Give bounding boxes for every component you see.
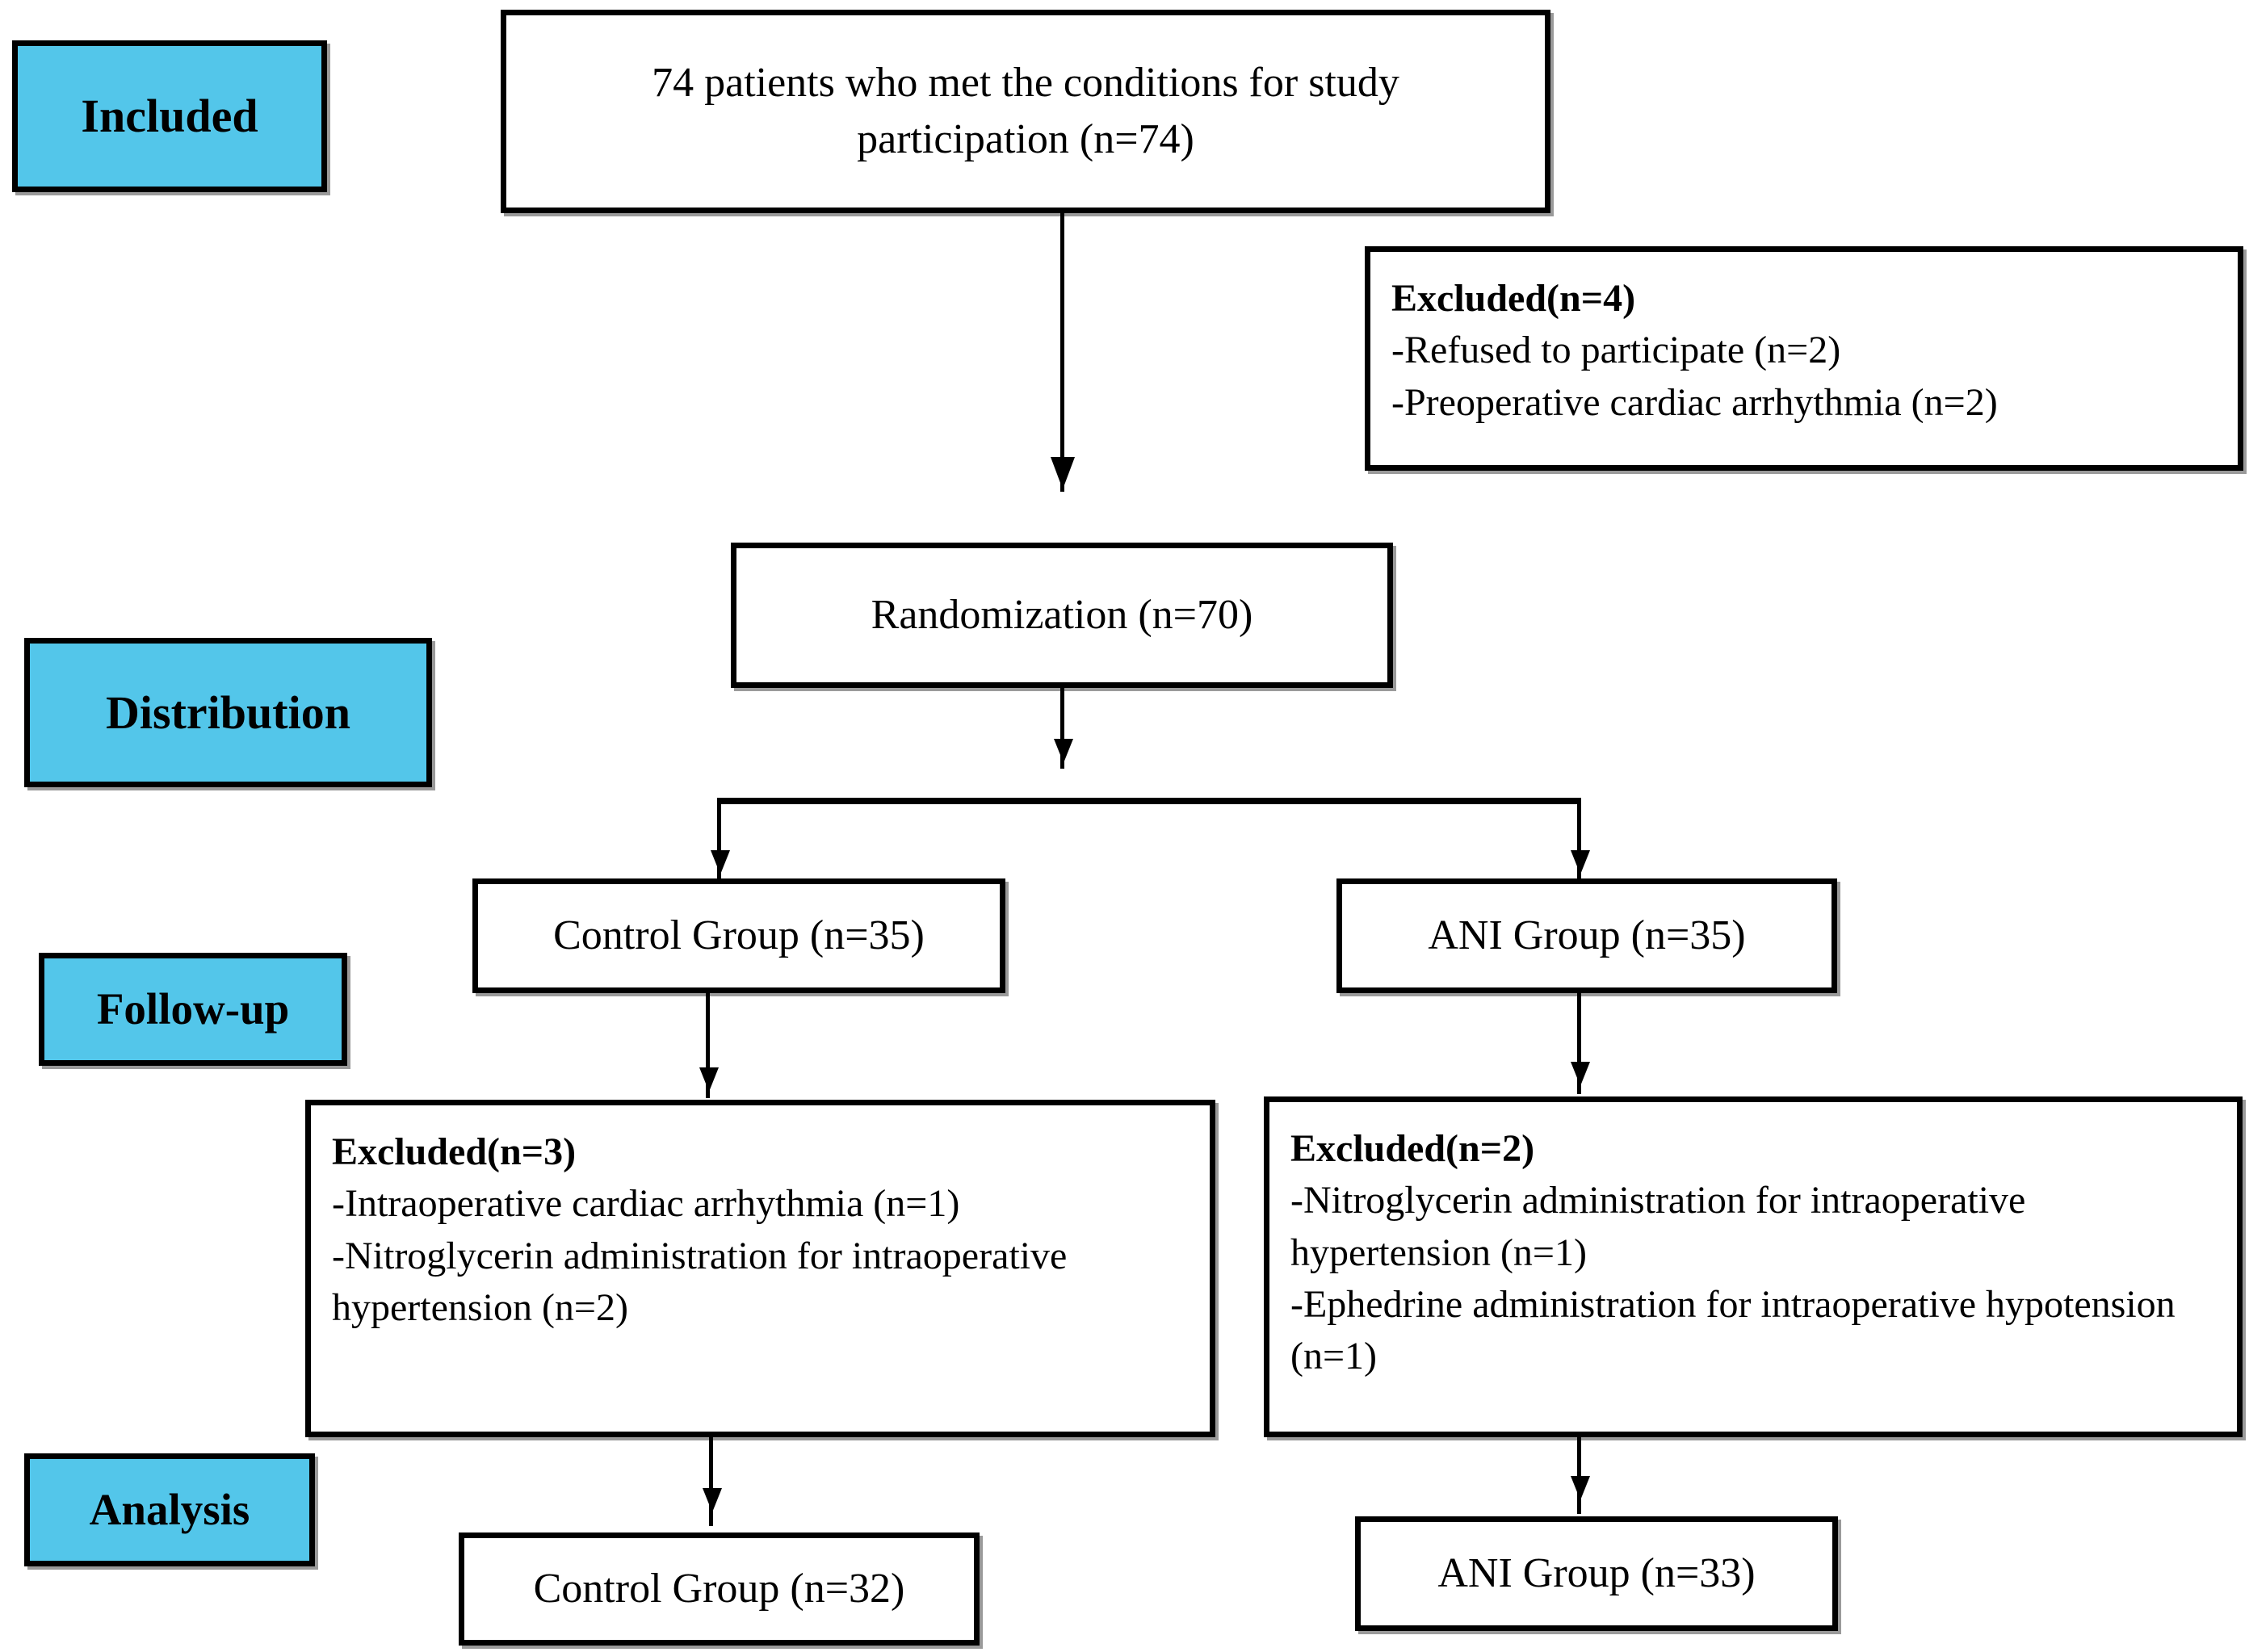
stage-label-followup: Follow-up [39,953,347,1066]
arrowhead-excluded-to-control-analyzed [703,1488,722,1512]
connector-control-to-excluded [706,993,710,1098]
connector-excluded-to-ani-analyzed [1577,1437,1581,1514]
node-excluded-enrollment: Excluded(n=4) -Refused to participate (n… [1365,246,2243,471]
connector-enrollment-to-randomization [1060,213,1064,492]
arrowhead-split-to-ani-group [1571,850,1590,874]
node-randomization: Randomization (n=70) [731,543,1393,688]
arrowhead-enrollment-to-randomization [1051,457,1075,489]
arrowhead-control-to-excluded [699,1067,719,1092]
arrowhead-randomization-to-split [1054,739,1073,763]
stage-label-followup-text: Follow-up [96,983,290,1034]
node-excluded-ani: Excluded(n=2) -Nitroglycerin administrat… [1264,1096,2243,1437]
arrowhead-ani-to-excluded [1571,1062,1590,1086]
node-randomization-text: Randomization (n=70) [871,591,1253,638]
stage-label-distribution: Distribution [24,638,432,787]
connector-split-to-control-group [717,798,721,878]
node-excluded-enrollment-header: Excluded(n=4) [1391,277,1636,320]
node-excluded-enrollment-item-1: -Refused to participate (n=2) [1391,329,1841,372]
node-excluded-control-header: Excluded(n=3) [332,1130,577,1173]
connector-excluded-to-control-analyzed [709,1437,713,1526]
connector-split-to-ani-group [1577,798,1581,878]
node-excluded-ani-item-1: -Nitroglycerin administration for intrao… [1290,1179,2026,1274]
node-excluded-control-item-2: -Nitroglycerin administration for intrao… [332,1234,1068,1329]
node-excluded-ani-item-2: -Ephedrine administration for intraopera… [1290,1282,2176,1378]
node-excluded-control: Excluded(n=3) -Intraoperative cardiac ar… [305,1100,1215,1437]
connector-split-horizontal-bar [717,798,1581,804]
node-control-group-analyzed: Control Group (n=32) [459,1533,980,1646]
node-ani-group-analyzed-text: ANI Group (n=33) [1437,1549,1756,1596]
stage-label-analysis-text: Analysis [89,1484,250,1534]
arrowhead-split-to-control-group [711,850,730,874]
node-excluded-enrollment-item-2: -Preoperative cardiac arrhythmia (n=2) [1391,380,1998,424]
node-enrollment-text: 74 patients who met the conditions for s… [652,59,1399,162]
connector-randomization-to-split [1060,688,1064,769]
node-excluded-control-item-1: -Intraoperative cardiac arrhythmia (n=1) [332,1182,960,1226]
node-ani-group-allocated: ANI Group (n=35) [1336,878,1837,993]
stage-label-included: Included [12,40,327,192]
connector-ani-to-excluded [1577,993,1581,1094]
node-control-group-allocated-text: Control Group (n=35) [553,912,925,958]
stage-label-distribution-text: Distribution [106,686,350,739]
node-ani-group-allocated-text: ANI Group (n=35) [1428,912,1746,958]
node-ani-group-analyzed: ANI Group (n=33) [1355,1516,1838,1631]
node-excluded-ani-header: Excluded(n=2) [1290,1127,1535,1170]
stage-label-analysis: Analysis [24,1453,315,1566]
node-enrollment: 74 patients who met the conditions for s… [501,10,1550,213]
node-control-group-analyzed-text: Control Group (n=32) [533,1565,905,1612]
arrowhead-excluded-to-ani-analyzed [1571,1476,1590,1500]
node-control-group-allocated: Control Group (n=35) [472,878,1005,993]
stage-label-included-text: Included [81,90,258,143]
